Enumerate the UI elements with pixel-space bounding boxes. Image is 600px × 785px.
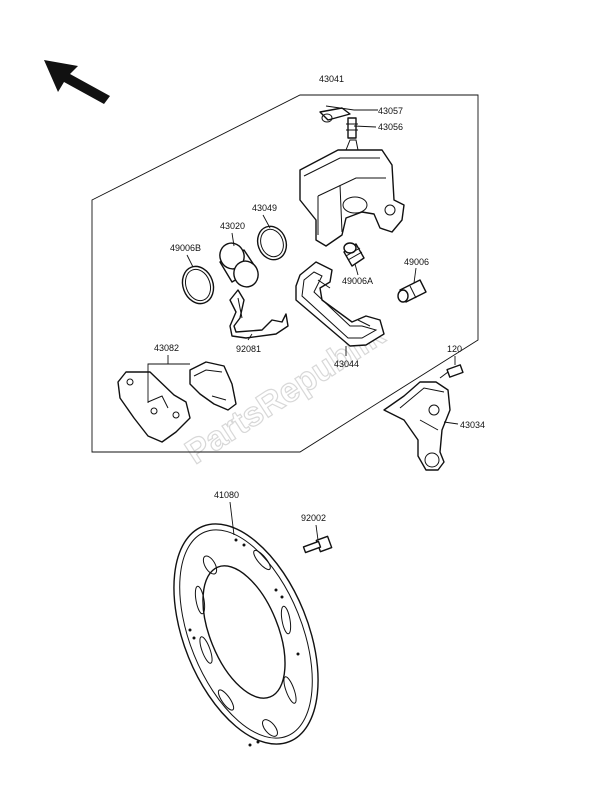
- assembly-outline: [91, 94, 479, 453]
- dust-seal: [181, 265, 215, 305]
- bolt-120: [439, 364, 464, 379]
- piston-seal: [256, 225, 288, 261]
- bleeder-valve: [346, 117, 358, 139]
- callout-49006: 49006: [404, 257, 429, 267]
- piston: [219, 242, 259, 288]
- callout-41080: 41080: [214, 490, 239, 500]
- callout-43044: 43044: [334, 359, 359, 369]
- callout-49006b: 49006B: [170, 243, 201, 253]
- bolt-92002: [302, 535, 333, 554]
- anti-rattle-spring: [229, 289, 289, 339]
- callout-43041: 43041: [319, 74, 344, 84]
- callout-43020: 43020: [220, 221, 245, 231]
- callout-43034: 43034: [460, 420, 485, 430]
- leader-lines: [147, 105, 459, 541]
- callout-43049: 43049: [252, 203, 277, 213]
- pin-boot: [343, 242, 365, 267]
- callout-120: 120: [447, 344, 462, 354]
- slide-pin: [397, 279, 427, 303]
- callout-43056: 43056: [378, 122, 403, 132]
- mounting-bracket: [383, 381, 451, 471]
- callout-49006a: 49006A: [342, 276, 373, 286]
- callout-92002: 92002: [301, 513, 326, 523]
- brake-disc: [173, 523, 319, 747]
- caliper-body: [299, 139, 405, 247]
- brake-pad-set: [117, 361, 237, 443]
- callout-43057: 43057: [378, 106, 403, 116]
- callout-92081: 92081: [236, 344, 261, 354]
- bleeder-cap: [319, 107, 351, 123]
- caliper-bracket: [295, 261, 385, 347]
- callout-43082: 43082: [154, 343, 179, 353]
- arrow-up-left-icon: [44, 60, 110, 104]
